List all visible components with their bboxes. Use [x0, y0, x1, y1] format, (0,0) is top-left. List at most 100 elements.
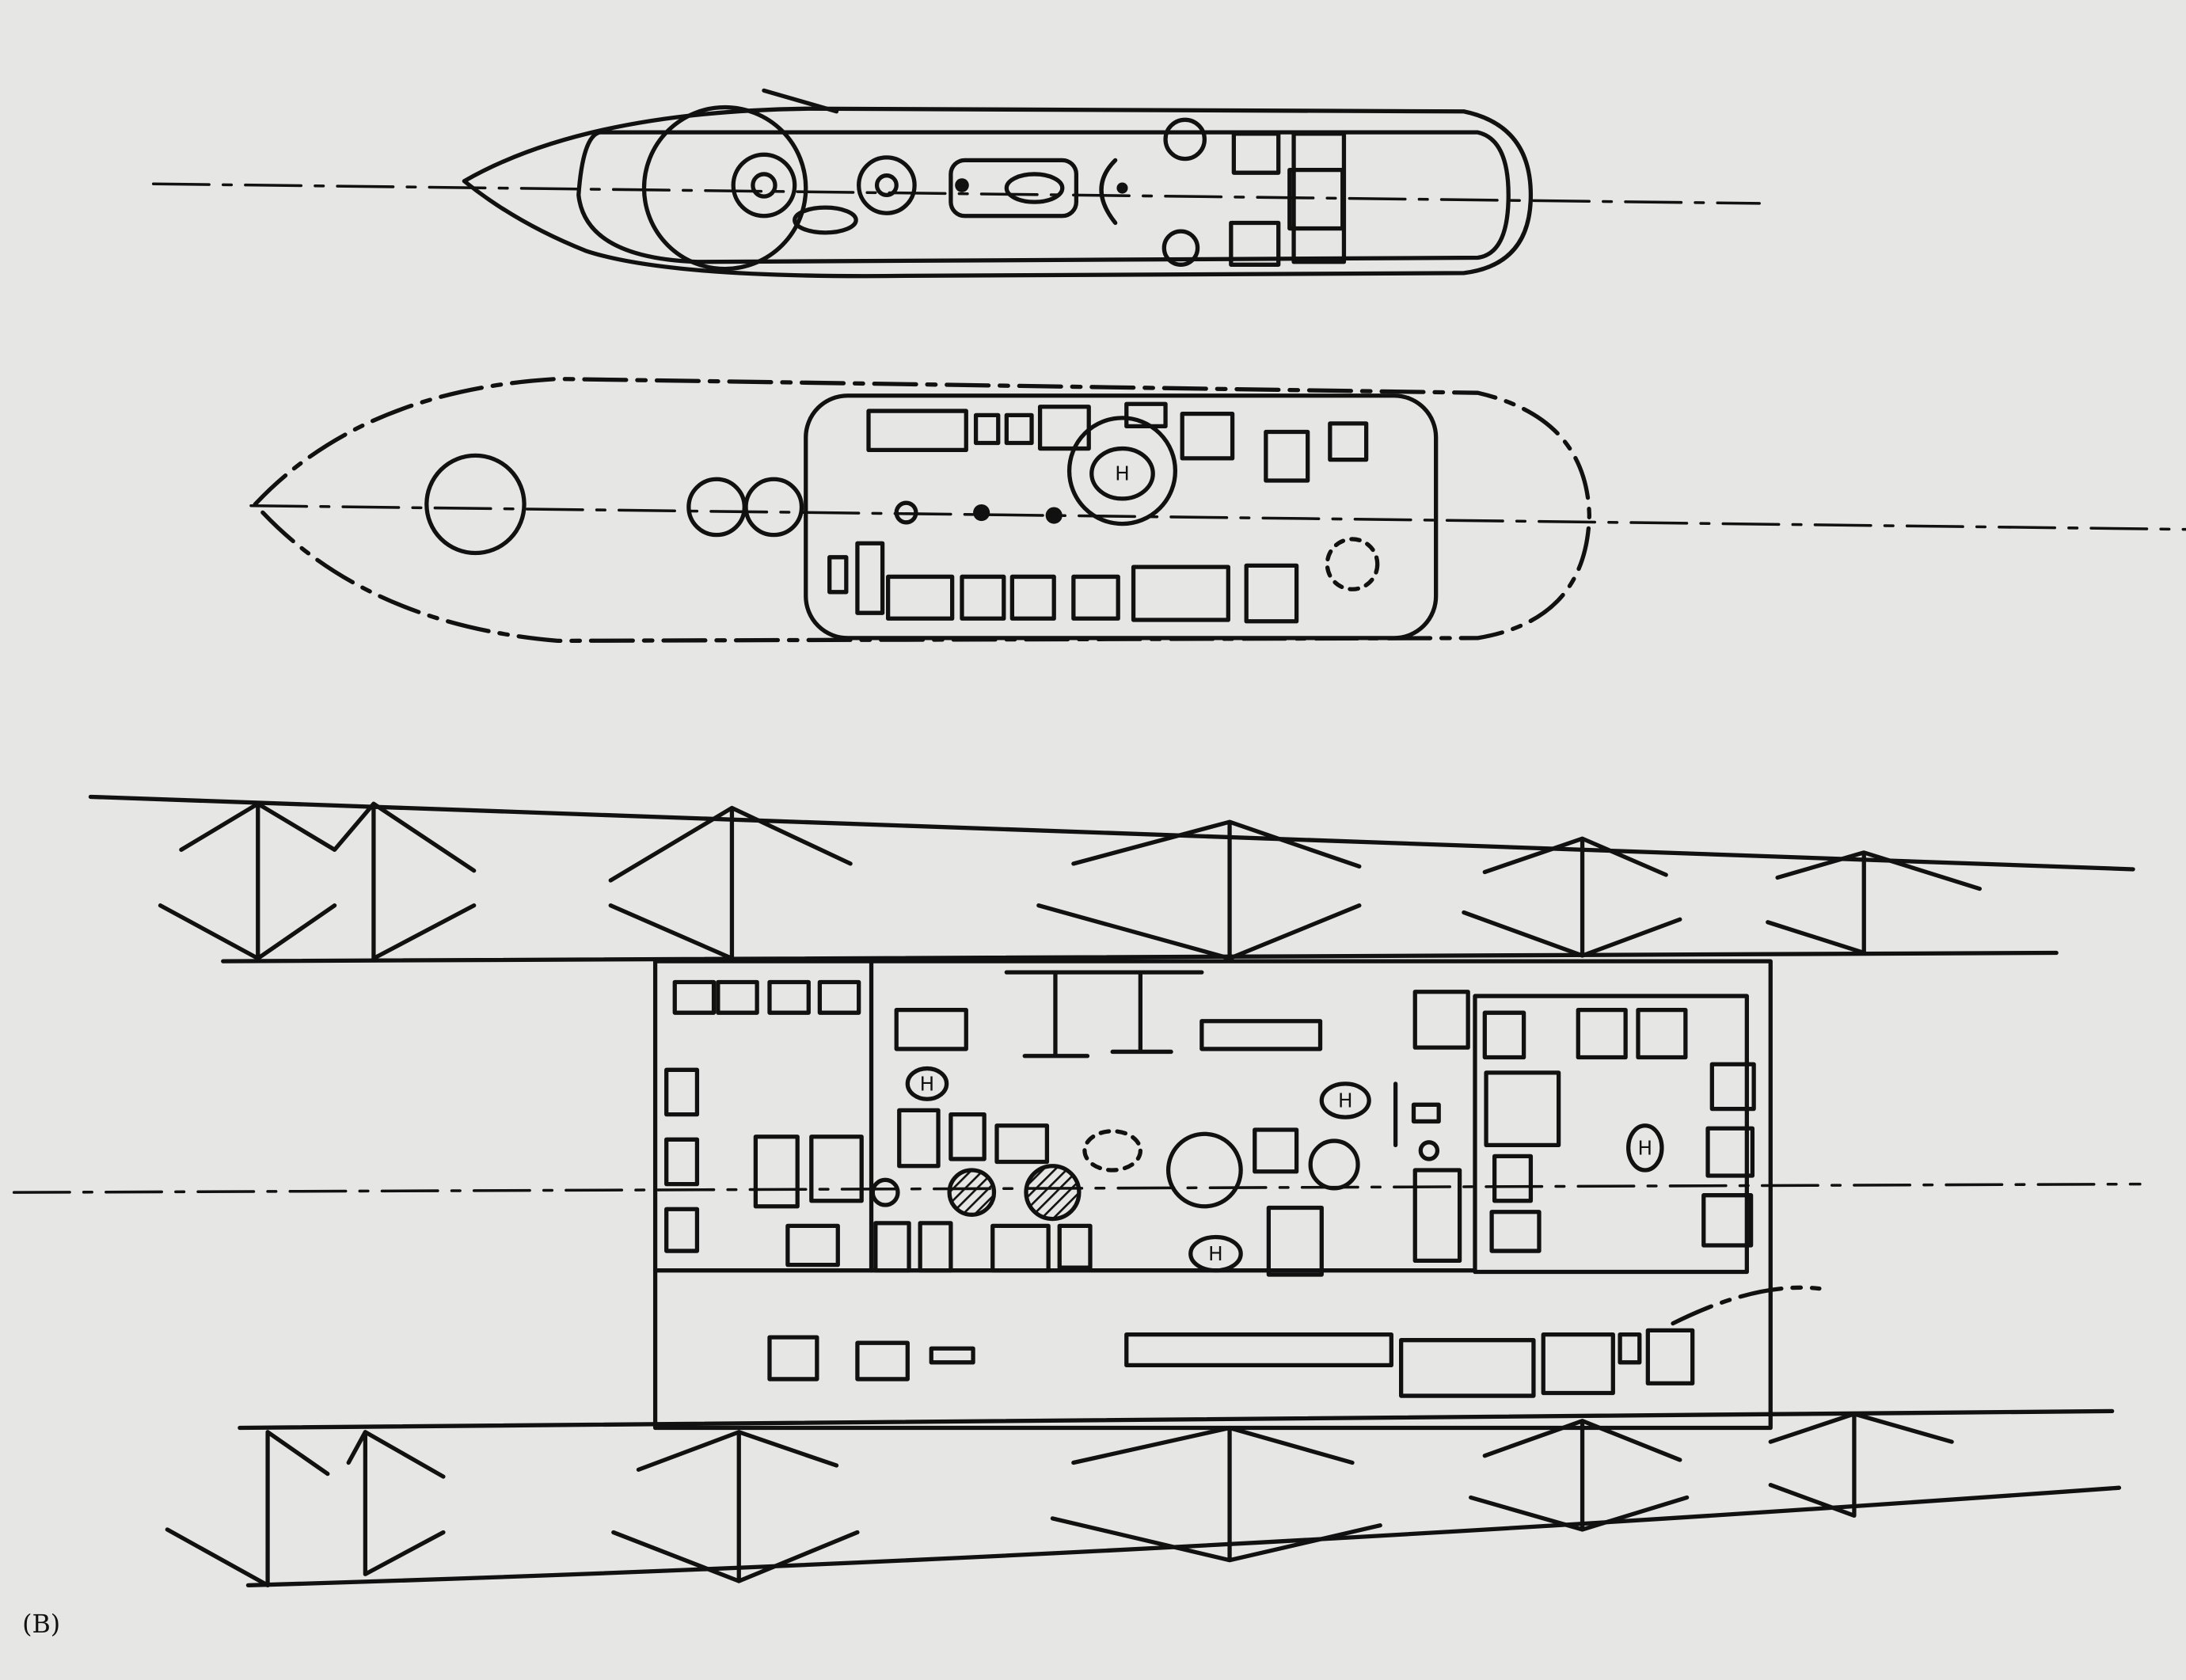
director [857, 155, 917, 215]
store [1399, 1338, 1536, 1398]
cabin-2 [973, 412, 1001, 446]
i-beam [1004, 970, 1204, 1059]
mast-dot [1045, 507, 1063, 524]
mount-a [686, 477, 747, 538]
crescent-mount [1099, 158, 1118, 226]
cabin-13 [1131, 564, 1230, 622]
store [1618, 1332, 1642, 1365]
cabin-7 [1264, 429, 1310, 483]
locker [664, 1067, 700, 1117]
deckhouse-a [1231, 131, 1281, 175]
stair-circle [1325, 537, 1380, 591]
round-table [1308, 1138, 1360, 1191]
mount-b [743, 477, 804, 538]
fitting [894, 500, 918, 525]
cabinet [994, 1123, 1050, 1165]
store [767, 1335, 819, 1382]
cabinet [949, 1112, 987, 1161]
table [785, 1223, 840, 1268]
cabin-5 [1124, 401, 1168, 429]
head-h-label: H [1638, 1136, 1653, 1159]
bench [1124, 1332, 1393, 1367]
berth [817, 979, 861, 1015]
saloon-seat [1701, 1193, 1754, 1248]
galley [1266, 1205, 1324, 1277]
funnel-dot [955, 178, 969, 192]
funnel-housing [949, 158, 1079, 219]
head [1188, 1234, 1243, 1273]
locker [664, 1207, 700, 1253]
bunk [809, 1135, 864, 1203]
lower-hull [165, 1408, 2122, 1587]
mast-dot [973, 504, 990, 522]
cabinet [897, 1108, 941, 1169]
cabin-12 [1071, 574, 1120, 621]
saloon-seat [1636, 1008, 1688, 1060]
cabinet [990, 1223, 1051, 1273]
mast-dot [1116, 182, 1128, 194]
berth [767, 979, 811, 1015]
store [855, 1340, 910, 1382]
saloon-seat [1705, 1126, 1755, 1178]
saloon-seat [1492, 1154, 1534, 1203]
saloon-seat [1576, 1008, 1628, 1060]
gun-barrel [762, 88, 839, 114]
cabin-9 [886, 574, 955, 621]
gun-mount-core [751, 172, 777, 199]
fitting [1418, 1140, 1440, 1161]
cabin-4 [1037, 405, 1091, 451]
bunk [753, 1135, 800, 1209]
upper-hull [88, 794, 2135, 964]
cabin-8 [1328, 421, 1369, 462]
turret-ring [641, 105, 808, 272]
store [929, 1346, 975, 1365]
head-h-label: H [920, 1072, 935, 1095]
boat-davit-2 [1161, 229, 1200, 267]
hull-edge [88, 794, 2135, 872]
hatch-oval [793, 205, 858, 235]
middle-deck-plan: H [249, 376, 2186, 644]
cabins: H H H [664, 970, 1822, 1398]
store [1645, 1328, 1695, 1385]
superstructure [804, 393, 1439, 640]
cabinet [873, 1221, 911, 1273]
skylight [1082, 1129, 1143, 1173]
head-h-label: H [1208, 1242, 1223, 1265]
saloon-table [1484, 1070, 1561, 1147]
catamaran-plan: H H H [12, 794, 2142, 1587]
hull-edge [238, 1408, 2115, 1431]
saloon-seat [1482, 1010, 1526, 1060]
deckhouse-d [1287, 168, 1345, 231]
cabin-1 [866, 409, 968, 452]
turret-ring [424, 453, 527, 556]
hull-edge [221, 950, 2059, 964]
head [905, 1066, 949, 1101]
figure-label: (B) [22, 1610, 60, 1639]
director-core [874, 173, 899, 197]
cabin-6 [1180, 411, 1235, 461]
hull-truss [158, 801, 1983, 961]
hull-truss [165, 1412, 1954, 1587]
table [894, 1008, 968, 1051]
hatched-mast [947, 1168, 997, 1217]
deck-inner-outline [576, 130, 1511, 264]
cabin-14 [1244, 563, 1299, 624]
head [1626, 1123, 1664, 1173]
cabinet [1057, 1223, 1093, 1270]
table [1199, 1019, 1323, 1051]
store [1541, 1332, 1615, 1396]
cabinet [1253, 1127, 1299, 1174]
bridge-deck-outline [652, 959, 1773, 1431]
helipad-ring [1066, 416, 1178, 526]
locker-2 [855, 541, 885, 615]
locker [664, 1137, 700, 1187]
deckhouse-b [1229, 220, 1281, 267]
helipad-h-label: H [1115, 462, 1130, 485]
helipad [1089, 446, 1155, 501]
centerline [151, 182, 1761, 205]
cabinet [918, 1221, 953, 1273]
gun-mount [731, 152, 797, 219]
cabin-10 [960, 574, 1006, 621]
round-table [1165, 1131, 1243, 1209]
cabinet [1412, 1168, 1462, 1264]
